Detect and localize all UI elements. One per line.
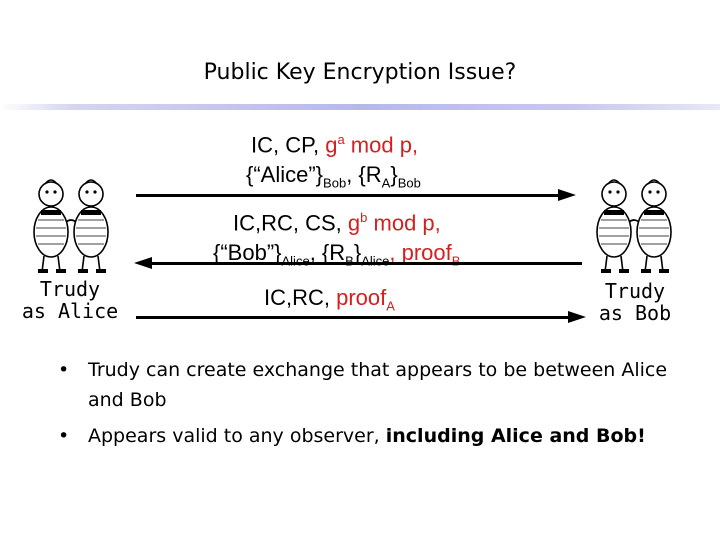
bullet-1-dot: • (58, 359, 70, 381)
arrow-left-2 (134, 257, 582, 269)
right-party-line2: as Bob (598, 301, 672, 325)
message-2: IC,RC, CS, gb mod p, {“Bob”}Alice, {RB}A… (213, 203, 583, 277)
title-rule (0, 104, 720, 110)
bullet-2-text: Appears valid to any observer, (88, 425, 386, 447)
left-party-line2: as Alice (21, 299, 119, 323)
message-2-line1: IC,RC, CS, gb mod p, (233, 210, 441, 236)
arrow-right-1 (136, 189, 576, 201)
bullet-1-text: Trudy can create exchange that appears t… (88, 359, 668, 411)
message-3: IC,RC, proofA (264, 285, 395, 314)
arrow-left-2-head (134, 257, 152, 269)
message-2-line2: {“Bob”}Alice, {RB}Alice, proofB (213, 240, 460, 268)
tweedle-right-image (593, 170, 675, 274)
bullet-2: • Appears valid to any observer, includi… (58, 421, 720, 451)
message-1-line2: {“Alice”}Bob, {RA}Bob (246, 162, 421, 191)
slide-title: Public Key Encryption Issue? (203, 60, 517, 85)
left-party-line1: Trudy (39, 277, 101, 301)
arrow-right-1-shaft (136, 194, 560, 197)
arrow-right-1-head (558, 189, 576, 201)
right-party-label: Trudy as Bob (585, 280, 685, 324)
right-party-line1: Trudy (604, 279, 666, 303)
bullet-2-dot: • (58, 425, 70, 447)
tweedle-left-image (30, 170, 112, 274)
message-1: IC, CP, ga mod p, {“Alice”}Bob, {RA}Bob (246, 125, 576, 199)
left-party-label: Trudy as Alice (18, 278, 122, 322)
arrow-right-3 (136, 311, 586, 323)
arrow-right-3-shaft (136, 316, 570, 319)
arrow-left-2-shaft (150, 262, 582, 265)
bullet-2-emphasis: including Alice and Bob! (385, 425, 646, 447)
bullet-1: • Trudy can create exchange that appears… (58, 355, 698, 415)
message-1-line1: IC, CP, ga mod p, (251, 132, 419, 158)
arrow-right-3-head (568, 311, 586, 323)
